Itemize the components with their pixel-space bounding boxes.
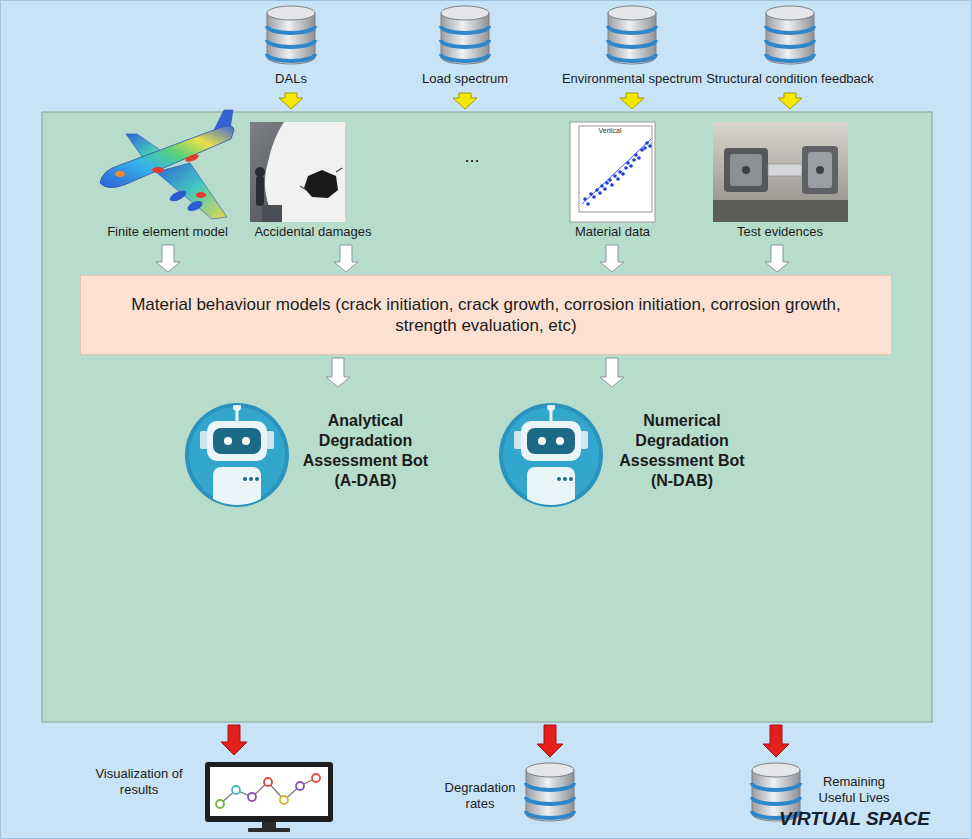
node-label: Degradation rates	[440, 780, 520, 813]
block-arrow	[600, 358, 624, 387]
block-arrow	[620, 93, 644, 109]
node-label: Accidental damages	[245, 224, 381, 240]
block-arrow	[334, 245, 358, 272]
database-icon: Degradation rates	[440, 760, 580, 826]
scatter-plot	[570, 122, 655, 222]
image-box: Accidental damages	[245, 120, 381, 242]
monitor-picture	[205, 762, 333, 832]
block-arrow	[156, 245, 180, 272]
process-box: Material behaviour models (crack initiat…	[80, 275, 892, 355]
image-box: Test evidences	[697, 120, 863, 242]
node-label: DALs	[228, 71, 354, 87]
test-photo	[713, 122, 848, 222]
node-label: Finite element model	[92, 224, 243, 240]
image-box: Material data	[552, 120, 673, 242]
block-arrow	[326, 358, 350, 387]
damage-photo	[250, 122, 345, 222]
ellipsis-mark: ...	[455, 146, 489, 168]
plot-title: Vertical	[592, 127, 628, 135]
database-icon: DALs	[228, 4, 354, 90]
block-arrow	[537, 725, 563, 757]
bot-node: Numerical Degradation Assessment Bot (N-…	[497, 390, 760, 512]
database-icon: Structural condition feedback	[687, 4, 893, 90]
node-label: Test evidences	[697, 224, 863, 240]
node-label: Visualization of results	[95, 766, 183, 799]
block-arrow	[279, 93, 303, 109]
block-arrow	[600, 245, 624, 272]
node-label: Numerical Degradation Assessment Bot (N-…	[607, 411, 757, 491]
database-icon: Environmental spectrum	[549, 4, 715, 90]
airplane-picture	[100, 110, 234, 219]
node-label: Remaining Useful Lives	[806, 774, 902, 807]
block-arrow	[765, 245, 789, 272]
output-display: Visualization of results	[95, 758, 338, 836]
node-label: Analytical Degradation Assessment Bot (A…	[293, 411, 438, 491]
virtual-panel: Finite element modelAccidental damagesMa…	[42, 112, 932, 722]
node-label: Material data	[552, 224, 673, 240]
block-arrow	[453, 93, 477, 109]
node-label: Structural condition feedback	[687, 71, 893, 87]
area-title: VIRTUAL SPACE	[745, 808, 930, 831]
database-icon: Load spectrum	[402, 4, 528, 90]
node-label: Load spectrum	[402, 71, 528, 87]
bot-node: Analytical Degradation Assessment Bot (A…	[183, 390, 440, 512]
node-label: Material behaviour models (crack initiat…	[105, 294, 867, 337]
block-arrow	[763, 725, 789, 757]
block-arrow	[221, 725, 247, 755]
node-label: Environmental spectrum	[549, 71, 715, 87]
image-box: Finite element model	[92, 120, 243, 242]
block-arrow	[778, 93, 802, 109]
